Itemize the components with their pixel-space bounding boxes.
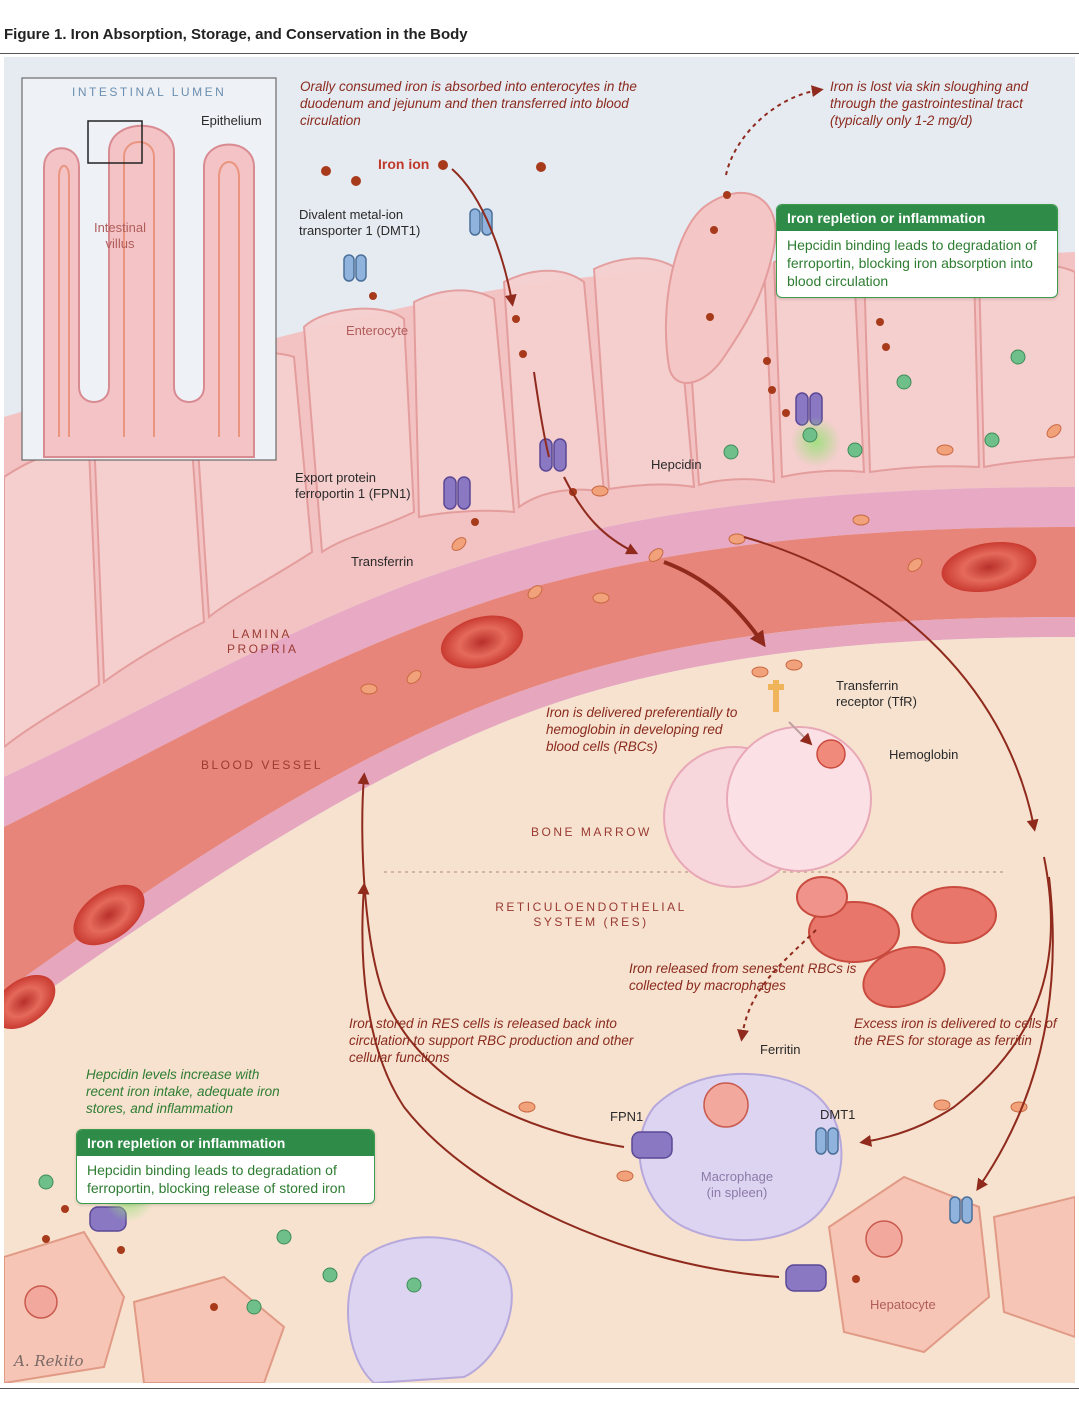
hemoglobin-label: Hemoglobin	[889, 747, 959, 762]
lamina-propria	[4, 487, 1075, 827]
orally-consumed-text: Orally consumed iron is absorbed into en…	[300, 79, 637, 128]
excess-iron-text: Excess iron is delivered to cells of the…	[854, 1016, 1057, 1048]
enterocyte-label: Enterocyte	[346, 323, 409, 338]
macrophage-label: Macrophage (in spleen)	[700, 1169, 774, 1201]
hepcidin-levels-text: Hepcidin levels increase with recent iro…	[86, 1067, 280, 1116]
lamina-propria-label: LAMINA PROPRIA	[227, 627, 299, 656]
enterocyte-cells	[4, 253, 1075, 749]
inset-villus-label: Intestinal villus	[93, 220, 147, 252]
vessel-wall	[4, 617, 1075, 1022]
iron-released-text: Iron released from senescent RBCs is col…	[629, 961, 857, 993]
inset-epithelium-label: Epithelium	[201, 113, 262, 128]
tfr-label: Transferrin receptor (TfR)	[836, 678, 917, 710]
iron-lost-text: Iron is lost via skin sloughing and thro…	[830, 79, 1029, 128]
figure-title: Figure 1. Iron Absorption, Storage, and …	[4, 26, 468, 43]
callout-bottom-title: Iron repletion or inflammation	[77, 1130, 374, 1156]
dmt1-transporters	[343, 208, 973, 1224]
hemoglobin-granule	[816, 739, 846, 769]
dmt1-full-label: Divalent metal-ion transporter 1 (DMT1)	[299, 207, 421, 239]
senescent-rbcs	[796, 876, 997, 1008]
fpn1-transporters	[89, 392, 827, 1292]
sloughing-cell	[664, 191, 777, 384]
hepatocytes	[4, 1175, 1075, 1383]
callout-top-body: Hepcidin binding leads to degradation of…	[787, 237, 1037, 290]
iron-stored-text: Iron stored in RES cells is released bac…	[349, 1016, 634, 1065]
inset-zoom-box	[87, 120, 143, 164]
res-label: RETICULOENDOTHELIAL SYSTEM (RES)	[495, 900, 687, 929]
developing-rbc	[726, 726, 872, 872]
hepcidin-label: Hepcidin	[651, 457, 702, 472]
callout-bottom-body: Hepcidin binding leads to degradation of…	[87, 1162, 346, 1197]
hepatocyte-label: Hepatocyte	[870, 1297, 936, 1312]
macrophage-cell-2	[347, 1236, 513, 1383]
inset-lumen-label: INTESTINAL LUMEN	[72, 85, 227, 99]
title-rule	[0, 53, 1079, 54]
transferrin-label: Transferrin	[351, 554, 414, 569]
callout-top-title: Iron repletion or inflammation	[777, 205, 1057, 231]
villi	[43, 124, 255, 458]
ferritin-granule	[703, 1082, 749, 1128]
bottom-rule	[0, 1388, 1079, 1389]
iron-delivered-text: Iron is delivered preferentially to hemo…	[546, 705, 738, 754]
flow-arrows	[357, 85, 1054, 1278]
dmt1-label: DMT1	[820, 1107, 856, 1122]
fpn1-full-label: Export protein ferroportin 1 (FPN1)	[295, 470, 411, 502]
fpn1-label: FPN1	[610, 1109, 644, 1124]
bone-marrow-label: BONE MARROW	[531, 825, 652, 839]
iron-ion-label: Iron ion	[378, 156, 430, 172]
blood-vessel-label: BLOOD VESSEL	[201, 758, 324, 772]
illustration-canvas: INTESTINAL LUMEN Epithelium Intestinal v…	[4, 57, 1075, 1383]
ferritin-label: Ferritin	[760, 1042, 801, 1057]
callout-bottom: Iron repletion or inflammation Hepcidin …	[76, 1129, 375, 1205]
artist-signature: A. Rekito	[14, 1352, 84, 1370]
macrophage-cell	[638, 1072, 843, 1242]
red-blood-cells	[4, 541, 1037, 1029]
tfr-receptor	[768, 680, 784, 712]
callout-top: Iron repletion or inflammation Hepcidin …	[776, 204, 1058, 298]
